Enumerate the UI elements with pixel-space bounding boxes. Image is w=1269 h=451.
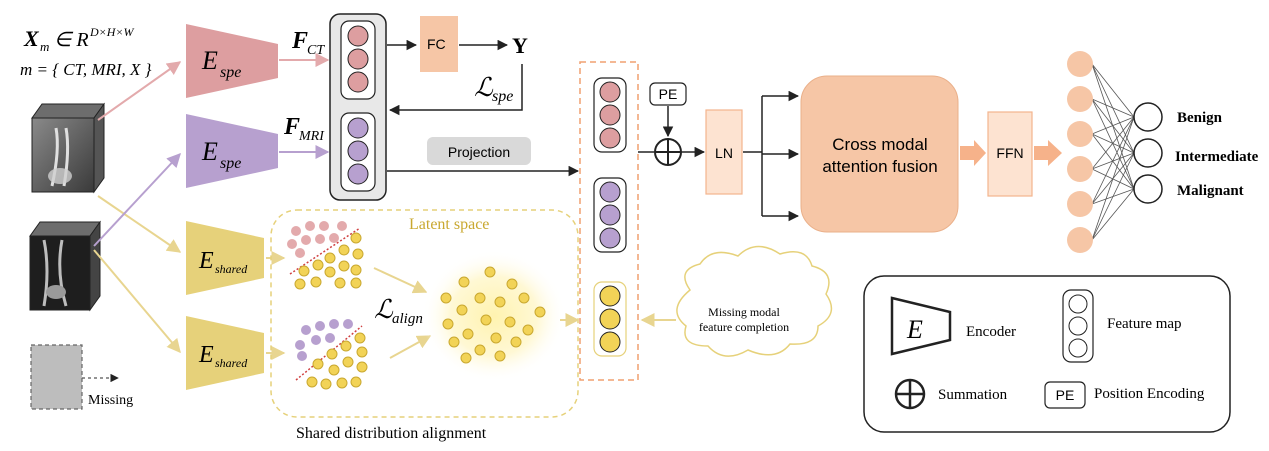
legend-encoder-icon: E — [890, 296, 952, 356]
legend-encoder-label: Encoder — [966, 324, 1016, 340]
formula-sup: D×H×W — [89, 25, 135, 39]
svg-text:spe: spe — [492, 88, 513, 105]
svg-text:CT: CT — [307, 43, 325, 58]
output-malignant: Malignant — [1177, 183, 1244, 199]
feature-label-ct: F CT — [291, 28, 325, 58]
output-labels: Benign Intermediate Malignant — [1175, 110, 1259, 199]
svg-text:ℒ: ℒ — [374, 295, 394, 324]
latent-cluster-2 — [295, 319, 368, 390]
classifier-network — [1067, 51, 1163, 253]
svg-text:E: E — [201, 46, 218, 75]
legend-feature-map-icon — [1062, 289, 1094, 363]
svg-text:feature completion: feature completion — [699, 320, 789, 334]
legend-feature-map-label: Feature map — [1107, 316, 1182, 332]
latent-title: Latent space — [409, 216, 489, 233]
projection-block: Projection — [427, 137, 531, 165]
output-benign: Benign — [1177, 110, 1223, 126]
missing-modality: Missing — [30, 344, 133, 410]
formula-rest: ∈ R — [54, 29, 89, 51]
loss-spe: ℒ spe — [474, 73, 513, 105]
svg-text:FC: FC — [427, 36, 446, 52]
ct-volume — [31, 102, 105, 194]
input-formula: X m ∈ R D×H×W m = { CT, MRI, X } — [20, 25, 152, 79]
missing-label: Missing — [88, 393, 133, 408]
legend: E Encoder Feature map Summation PE Posit… — [863, 275, 1231, 433]
output-intermediate: Intermediate — [1175, 149, 1259, 165]
svg-text:PE: PE — [659, 86, 678, 102]
encoder-shared-2: E shared — [186, 316, 264, 390]
svg-text:shared: shared — [215, 262, 248, 276]
svg-text:E: E — [201, 137, 218, 166]
svg-text:align: align — [392, 311, 423, 327]
latent-caption: Shared distribution alignment — [296, 425, 487, 442]
summation-icon — [654, 138, 682, 166]
svg-text:Projection: Projection — [448, 144, 510, 160]
svg-text:Missing modal: Missing modal — [708, 305, 780, 319]
svg-text:MRI: MRI — [298, 129, 325, 144]
svg-text:FFN: FFN — [996, 145, 1023, 161]
svg-text:E: E — [198, 342, 214, 368]
legend-pe-icon: PE — [1044, 381, 1086, 409]
svg-text:Cross modal: Cross modal — [832, 135, 927, 154]
aligned-cluster — [422, 250, 566, 382]
input-arrows — [93, 61, 182, 354]
token-column — [579, 61, 639, 381]
svg-text:ℒ: ℒ — [474, 73, 494, 102]
encoder-spe-mri: E spe — [186, 114, 278, 188]
loss-align: ℒ align — [374, 295, 423, 327]
fc-block: FC — [420, 16, 458, 72]
label-y: Y — [512, 33, 528, 58]
formula-var: X — [23, 26, 40, 51]
completion-cloud: Missing modal feature completion — [676, 245, 833, 357]
encoder-shared-1: E shared — [186, 221, 264, 295]
legend-pe-label: Position Encoding — [1094, 386, 1205, 402]
legend-summation-icon — [894, 378, 926, 410]
ffn-block: FFN — [987, 111, 1033, 197]
svg-text:spe: spe — [220, 64, 241, 81]
formula-modalities: m = { CT, MRI, X } — [20, 60, 152, 79]
legend-summation-label: Summation — [938, 387, 1008, 403]
feature-label-mri: F MRI — [283, 114, 325, 144]
attention-fusion-block: Cross modal attention fusion — [800, 75, 959, 233]
svg-text:F: F — [291, 28, 308, 54]
pe-box: PE — [649, 82, 687, 106]
svg-text:spe: spe — [220, 155, 241, 172]
encoder-spe-ct: E spe — [186, 24, 278, 98]
svg-text:E: E — [906, 315, 923, 344]
formula-sub: m — [40, 39, 49, 54]
svg-text:F: F — [283, 114, 300, 140]
ln-block: LN — [705, 109, 743, 195]
svg-text:LN: LN — [715, 145, 733, 161]
svg-text:attention fusion: attention fusion — [822, 157, 937, 176]
svg-text:E: E — [198, 248, 214, 274]
svg-text:PE: PE — [1056, 387, 1075, 403]
latent-cluster-1 — [287, 221, 364, 290]
mri-volume — [29, 220, 101, 312]
svg-text:shared: shared — [215, 356, 248, 370]
feature-container — [329, 13, 387, 201]
